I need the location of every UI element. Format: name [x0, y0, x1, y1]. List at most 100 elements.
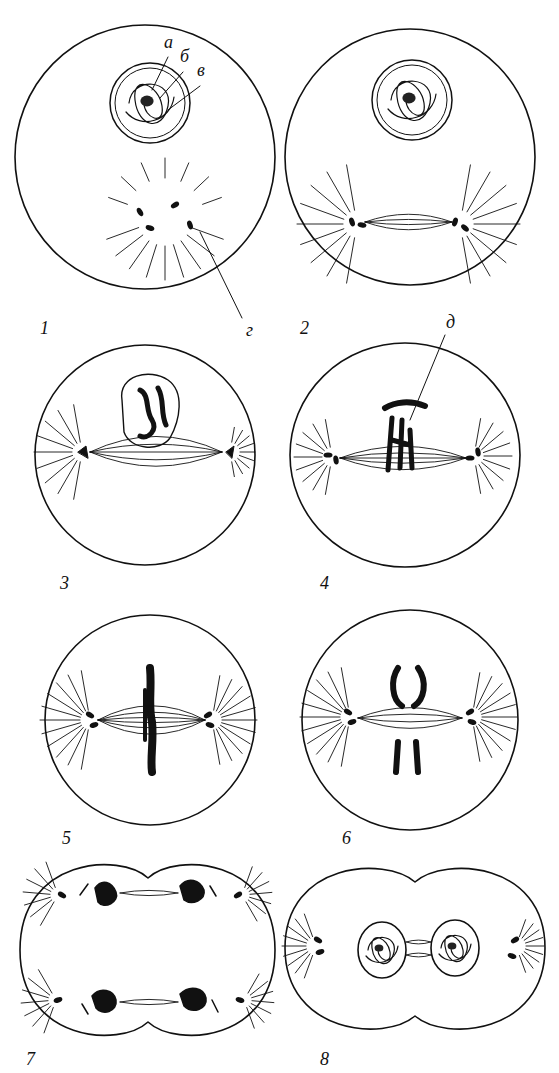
aster-ray: [48, 694, 82, 715]
aster-ray: [476, 466, 481, 494]
leader-line: [152, 57, 168, 90]
aster-ray: [222, 720, 257, 721]
stage-number: 7: [24, 1049, 37, 1069]
aster-ray: [222, 708, 256, 718]
aster-ray: [473, 229, 516, 245]
aster-ray: [327, 172, 350, 212]
aster-ray: [232, 427, 235, 442]
part-letter: г: [244, 320, 255, 340]
spindle-fiber: [365, 222, 452, 230]
aster-ray: [181, 241, 201, 269]
spindle-fiber: [90, 452, 222, 453]
cell-membrane: [15, 25, 275, 289]
aster-ray: [482, 720, 516, 730]
stage-number: 8: [318, 1049, 331, 1069]
centriole: [205, 721, 215, 729]
aster-ray: [42, 706, 80, 717]
aster-ray: [327, 236, 350, 276]
daughter-nucleus: [431, 920, 479, 976]
chromosome: [393, 668, 424, 706]
centriole: [460, 223, 470, 233]
chromatin-thread: [368, 937, 394, 963]
centriole: [78, 446, 88, 458]
spindle-fiber: [358, 714, 462, 718]
aster-ray: [308, 691, 342, 712]
stage-number: 1: [38, 318, 51, 338]
aster-ray: [27, 879, 51, 891]
aster-ray: [250, 981, 267, 995]
aster-ray: [146, 245, 156, 277]
centriole: [507, 952, 517, 960]
centriole: [466, 455, 475, 460]
aster-ray: [165, 158, 166, 178]
aster-ray: [42, 723, 80, 734]
aster-ray: [282, 946, 306, 947]
aster-ray: [313, 424, 327, 448]
spindle-fiber: [90, 444, 222, 452]
aster-ray: [467, 172, 490, 212]
aster-ray: [48, 725, 82, 746]
spindle-fiber: [90, 436, 222, 452]
aster-ray: [479, 465, 493, 489]
aster-ray: [526, 949, 543, 954]
aster-ray: [300, 717, 340, 718]
part-letter: а: [162, 32, 175, 52]
nuclear-envelope: [377, 65, 447, 135]
chromatin-thread: [441, 935, 467, 961]
aster-ray: [37, 436, 73, 449]
aster-ray: [239, 443, 253, 448]
aster-ray: [252, 1001, 274, 1003]
aster-ray: [296, 460, 322, 470]
chromosome-cluster: [80, 882, 117, 905]
aster-ray: [40, 720, 80, 721]
aster-ray: [480, 693, 510, 712]
aster-ray: [121, 177, 136, 191]
chromosome-cluster: [82, 990, 116, 1014]
spindle-fiber: [98, 720, 205, 723]
aster-ray: [249, 882, 269, 892]
spindle-fiber: [120, 890, 178, 893]
aster-ray: [473, 203, 516, 219]
spindle-fiber: [120, 1002, 178, 1005]
centriole: [57, 890, 67, 899]
spindle-fiber: [358, 718, 462, 728]
nuclear-envelope: [372, 60, 452, 140]
aster-ray: [39, 970, 53, 993]
aster-ray: [45, 421, 74, 445]
aster-ray: [58, 461, 77, 494]
aster-ray: [482, 717, 517, 718]
leader-line: [168, 86, 200, 110]
cell-membrane: [285, 868, 545, 1029]
chromosome-cluster: [180, 988, 218, 1012]
aster-ray: [247, 1008, 255, 1029]
aster-ray: [191, 228, 223, 240]
spindle-fiber: [98, 720, 205, 734]
spindle-fiber: [98, 720, 205, 728]
centriole: [315, 948, 325, 956]
centriole: [203, 710, 213, 719]
stage-number: 2: [298, 318, 311, 338]
aster-ray: [194, 177, 209, 191]
aster-ray: [288, 926, 308, 940]
aster-ray: [235, 461, 243, 474]
chromosome: [385, 402, 425, 408]
aster-ray: [252, 991, 273, 997]
spindle-fiber: [358, 718, 462, 722]
aster-ray: [471, 233, 506, 263]
aster-ray: [141, 163, 149, 181]
centriole: [226, 446, 234, 458]
aster-ray: [526, 946, 544, 947]
chromosome: [388, 418, 412, 470]
aster-ray: [303, 433, 324, 451]
cell-membrane: [285, 29, 535, 285]
centriole: [235, 996, 245, 1004]
centriole: [467, 718, 477, 726]
aster-ray: [524, 930, 539, 940]
spindle-fiber: [406, 953, 431, 955]
aster-ray: [341, 668, 348, 707]
spindle-fiber: [365, 214, 452, 222]
aster-ray: [295, 954, 310, 973]
centriole: [53, 996, 63, 1004]
centriole: [357, 222, 367, 229]
